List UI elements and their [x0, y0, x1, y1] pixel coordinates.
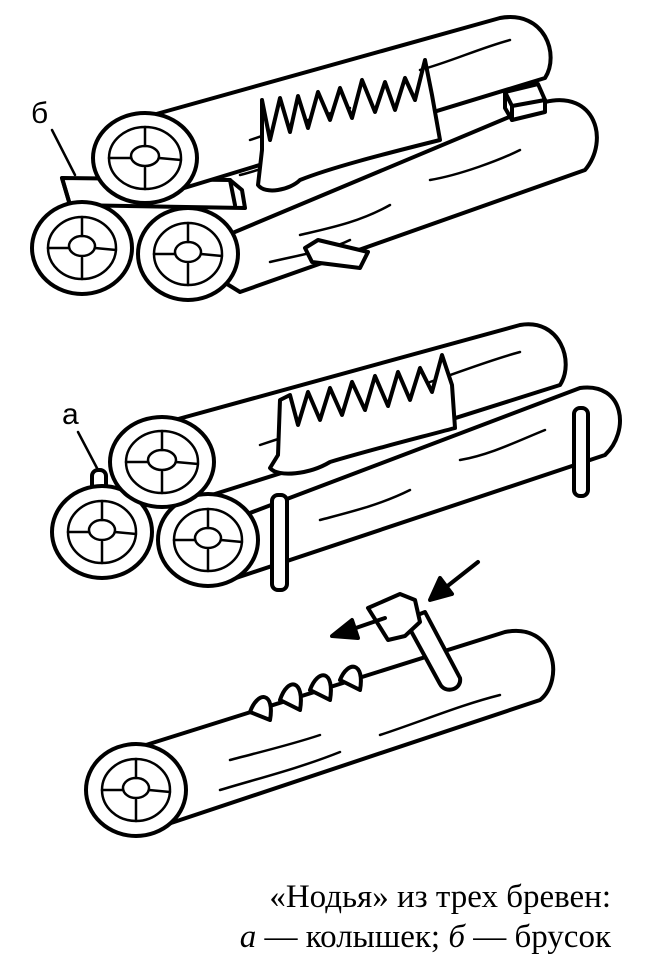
caption-item-b-letter: б [448, 919, 465, 955]
caption-legend: а — колышек; б — брусок [240, 918, 611, 956]
arrow-left-icon [330, 616, 387, 640]
label-bar: б [31, 97, 49, 130]
figure-notching-log [84, 560, 556, 838]
stake-front [270, 493, 289, 592]
arrow-down-left-icon [428, 560, 480, 602]
single-log-body [128, 628, 556, 832]
label-stake: а [62, 398, 79, 431]
caption-title: «Нодья» из трех бревен: [269, 879, 611, 915]
bottom-left-log-end-2 [50, 484, 154, 580]
axe-handle [403, 610, 463, 692]
single-log-end [84, 742, 188, 838]
axe-icon [366, 592, 463, 692]
caption-item-a-text: — колышек; [256, 919, 449, 955]
bottom-right-log-end-2 [156, 492, 260, 588]
bottom-right-log-body [178, 98, 599, 294]
caption-item-b-text: — брусок [464, 919, 611, 955]
flames-2 [268, 353, 457, 476]
figure-with-bars [30, 15, 599, 302]
log-notches [248, 664, 363, 722]
figure-with-stakes [50, 322, 622, 592]
flames [256, 58, 442, 193]
bottom-right-log-body-2 [203, 385, 622, 582]
bottom-right-log-end [136, 206, 240, 302]
caption-item-a-letter: а [239, 919, 257, 955]
bottom-left-log-end [30, 200, 134, 296]
stake-back [572, 406, 590, 498]
bark-strip [303, 238, 370, 270]
axe-head [366, 592, 422, 642]
